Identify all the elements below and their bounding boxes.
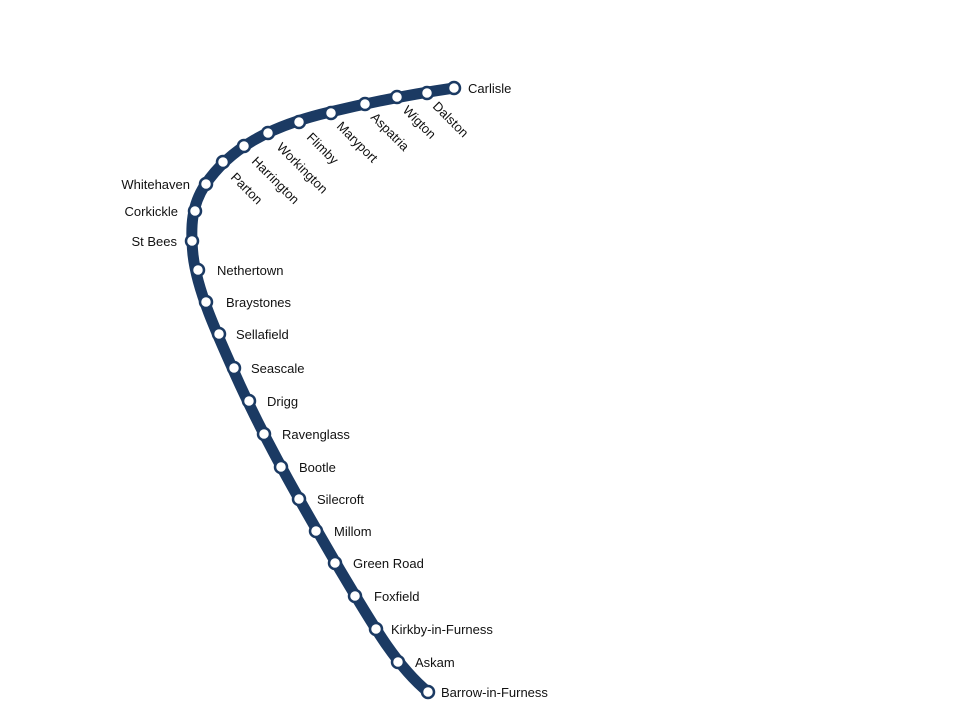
station-sellafield[interactable]: Sellafield xyxy=(211,326,289,342)
station-label: Ravenglass xyxy=(282,427,350,442)
station-carlisle[interactable]: Carlisle xyxy=(446,80,511,96)
station-label: Silecroft xyxy=(317,492,364,507)
station-askam[interactable]: Askam xyxy=(390,654,455,670)
station-marker xyxy=(256,426,272,442)
station-marker xyxy=(323,105,339,121)
station-marker xyxy=(273,459,289,475)
station-label: Seascale xyxy=(251,361,304,376)
station-marker xyxy=(291,114,307,130)
station-seascale[interactable]: Seascale xyxy=(226,360,304,376)
station-label: Corkickle xyxy=(125,204,178,219)
station-label: St Bees xyxy=(131,234,177,249)
station-label: Bootle xyxy=(299,460,336,475)
station-millom[interactable]: Millom xyxy=(308,523,372,539)
station-marker xyxy=(236,138,252,154)
station-marker xyxy=(260,125,276,141)
station-label: Carlisle xyxy=(468,81,511,96)
station-marker xyxy=(184,233,200,249)
station-label: Millom xyxy=(334,524,372,539)
station-marker xyxy=(226,360,242,376)
station-marker xyxy=(187,203,203,219)
station-barrow-in-furness[interactable]: Barrow-in-Furness xyxy=(420,684,548,700)
station-green-road[interactable]: Green Road xyxy=(327,555,424,571)
station-marker xyxy=(419,85,435,101)
station-marker xyxy=(446,80,462,96)
station-label: Braystones xyxy=(226,295,292,310)
station-marker xyxy=(198,176,214,192)
station-label: Askam xyxy=(415,655,455,670)
station-label: Sellafield xyxy=(236,327,289,342)
station-marker xyxy=(420,684,436,700)
station-bootle[interactable]: Bootle xyxy=(273,459,336,475)
station-marker xyxy=(390,654,406,670)
station-label: Flimby xyxy=(304,130,342,168)
station-marker xyxy=(308,523,324,539)
station-marker xyxy=(368,621,384,637)
station-label: Green Road xyxy=(353,556,424,571)
station-marker xyxy=(327,555,343,571)
station-label: Parton xyxy=(228,170,266,208)
station-marker xyxy=(198,294,214,310)
station-braystones[interactable]: Braystones xyxy=(198,294,292,310)
station-label: Barrow-in-Furness xyxy=(441,685,548,700)
station-label: Nethertown xyxy=(217,263,283,278)
station-marker xyxy=(291,491,307,507)
station-label: Drigg xyxy=(267,394,298,409)
station-nethertown[interactable]: Nethertown xyxy=(190,262,283,278)
station-drigg[interactable]: Drigg xyxy=(241,393,298,409)
station-kirkby-in-furness[interactable]: Kirkby-in-Furness xyxy=(368,621,493,637)
station-st-bees[interactable]: St Bees xyxy=(131,233,200,249)
station-foxfield[interactable]: Foxfield xyxy=(347,588,420,604)
station-corkickle[interactable]: Corkickle xyxy=(125,203,203,219)
station-label: Whitehaven xyxy=(121,177,190,192)
station-label: Foxfield xyxy=(374,589,420,604)
station-marker xyxy=(215,154,231,170)
station-silecroft[interactable]: Silecroft xyxy=(291,491,364,507)
station-label: Kirkby-in-Furness xyxy=(391,622,493,637)
station-ravenglass[interactable]: Ravenglass xyxy=(256,426,350,442)
station-marker xyxy=(190,262,206,278)
station-marker xyxy=(357,96,373,112)
station-whitehaven[interactable]: Whitehaven xyxy=(121,176,214,192)
station-marker xyxy=(241,393,257,409)
station-marker xyxy=(389,89,405,105)
station-marker xyxy=(211,326,227,342)
station-marker xyxy=(347,588,363,604)
